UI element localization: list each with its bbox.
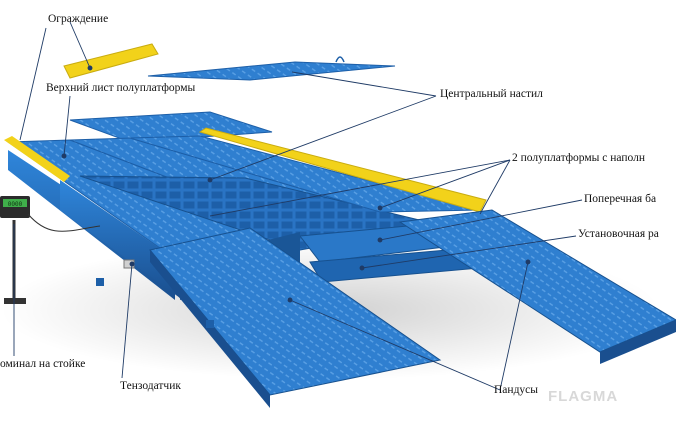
label-central-deck: Центральный настил (440, 88, 543, 100)
leader-half-1 (379, 159, 511, 209)
central-deck-part (147, 61, 396, 81)
leader-ramps-2 (499, 261, 529, 391)
ramp-right (398, 209, 676, 353)
ramp-left-side (150, 250, 270, 408)
lifting-eye-icon (335, 56, 345, 63)
label-load-cell: Тензодатчик (120, 380, 181, 392)
leader-dot-guard (87, 65, 93, 71)
leader-dot-half (377, 205, 383, 211)
label-ramps: Пандусы (494, 384, 538, 396)
leader-guard (69, 21, 91, 69)
terminal-cable (27, 213, 101, 232)
leader-loadcell (121, 263, 133, 379)
leader-dot-mount (359, 265, 365, 271)
terminal-base (4, 298, 26, 304)
leader-guard-2 (19, 27, 47, 141)
ramp-left (149, 227, 442, 396)
leader-ramps-1 (289, 299, 501, 391)
load-cell-3 (206, 320, 214, 328)
terminal-screen (3, 199, 27, 207)
terminal-display: 0000 (8, 201, 23, 208)
label-guard: Ограждение (48, 13, 109, 25)
label-mounting: Установочная ра (578, 228, 659, 240)
leader-central (291, 71, 437, 97)
guard-rail-part (63, 43, 159, 79)
label-cross-beam: Поперечная ба (584, 193, 657, 205)
watermark: FLAGMA (548, 388, 619, 405)
frame-front-side (60, 180, 180, 298)
leader-half-2 (479, 159, 511, 215)
guard-rail-right (198, 127, 487, 213)
leader-dot-cross (377, 237, 383, 243)
leader-dot-top (61, 153, 67, 159)
label-half-platforms: 2 полуплатформы с наполн (512, 152, 645, 164)
leader-central-2 (209, 95, 437, 181)
label-top-sheet: Верхний лист полуплатформы (46, 82, 196, 94)
leader-cross (379, 199, 583, 241)
leader-top-sheet (63, 95, 71, 157)
leader-dot-ramp2 (525, 259, 531, 265)
leader-half-3 (209, 159, 511, 217)
guard-rail-left (4, 136, 70, 182)
leader-dot-ramp1 (287, 297, 293, 303)
label-terminal: оминал на стойке (0, 358, 86, 370)
leader-dot-central (207, 177, 213, 183)
load-cell-2 (96, 278, 104, 286)
leader-mounting (361, 235, 577, 269)
leader-dot-load (129, 261, 135, 267)
ramp-right-side (600, 320, 676, 364)
